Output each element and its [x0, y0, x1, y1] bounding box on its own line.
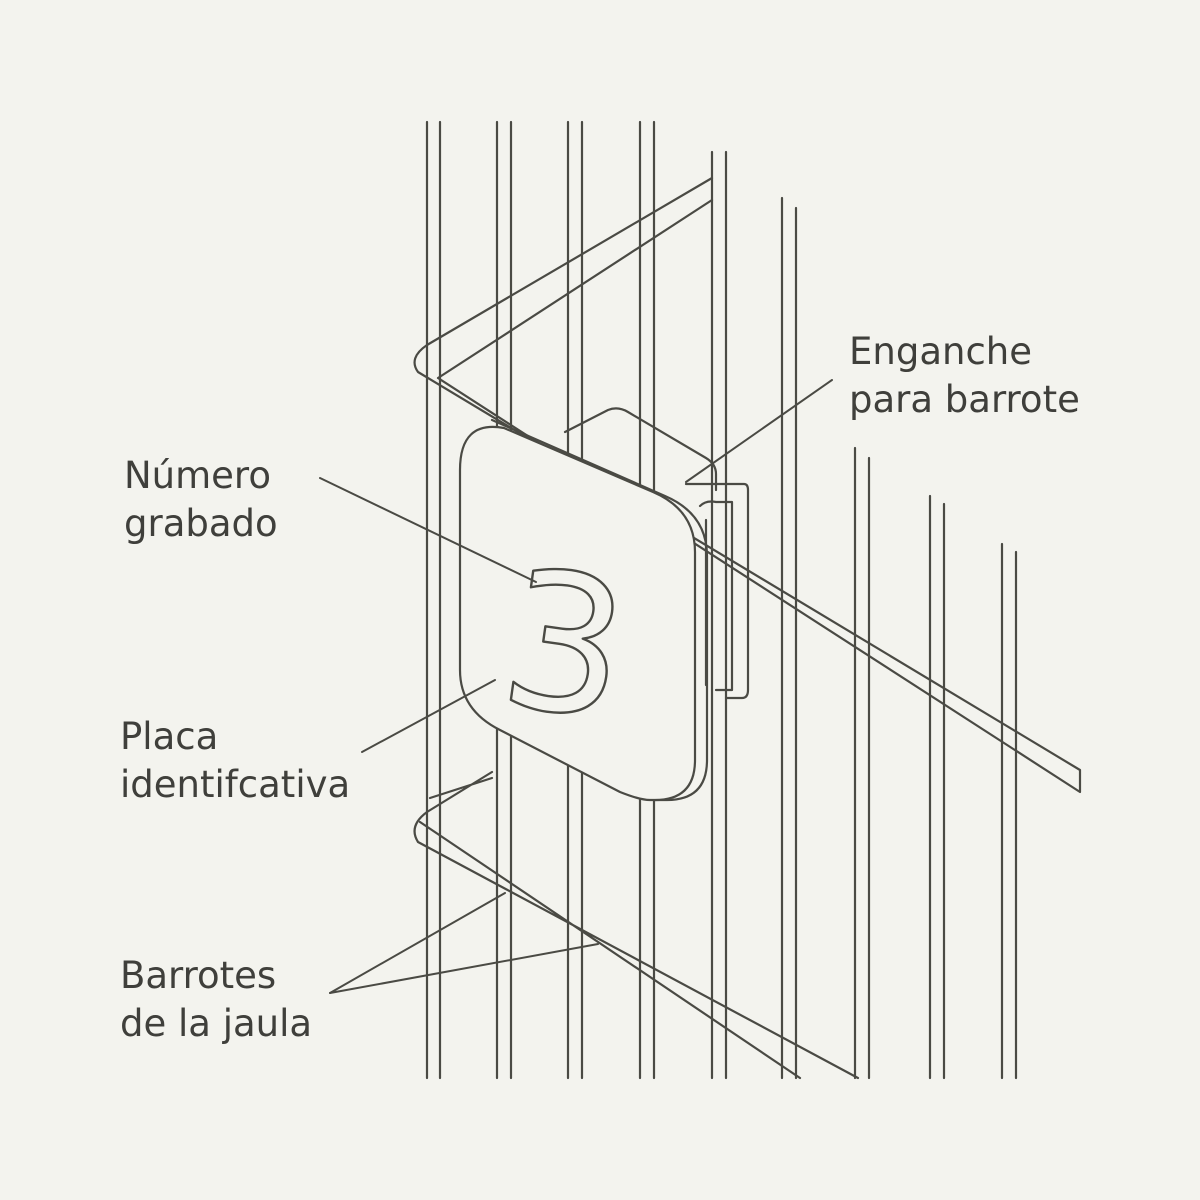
label-cage-bars: Barrotes de la jaula: [120, 952, 312, 1048]
label-id-plate-line1: Placa: [120, 715, 219, 758]
leader-lines: [319, 379, 833, 994]
label-id-plate-line2: identifcativa: [120, 763, 351, 806]
label-cage-bars-line2: de la jaula: [120, 1002, 313, 1045]
label-bar-hook: Enganche para barrote: [849, 328, 1080, 424]
label-engraved-number-line1: Número: [124, 454, 271, 497]
label-engraved-number-line2: grabado: [124, 502, 278, 545]
label-id-plate: Placa identifcativa: [120, 713, 350, 809]
label-bar-hook-line2: para barrote: [849, 378, 1080, 421]
id-plate: [458, 418, 709, 802]
cage-bar-upper: [413, 176, 1082, 794]
cage-bar-lower: [413, 770, 860, 1080]
label-cage-bars-line1: Barrotes: [120, 954, 277, 997]
label-engraved-number: Número grabado: [124, 452, 278, 548]
label-bar-hook-line1: Enganche: [849, 330, 1032, 373]
